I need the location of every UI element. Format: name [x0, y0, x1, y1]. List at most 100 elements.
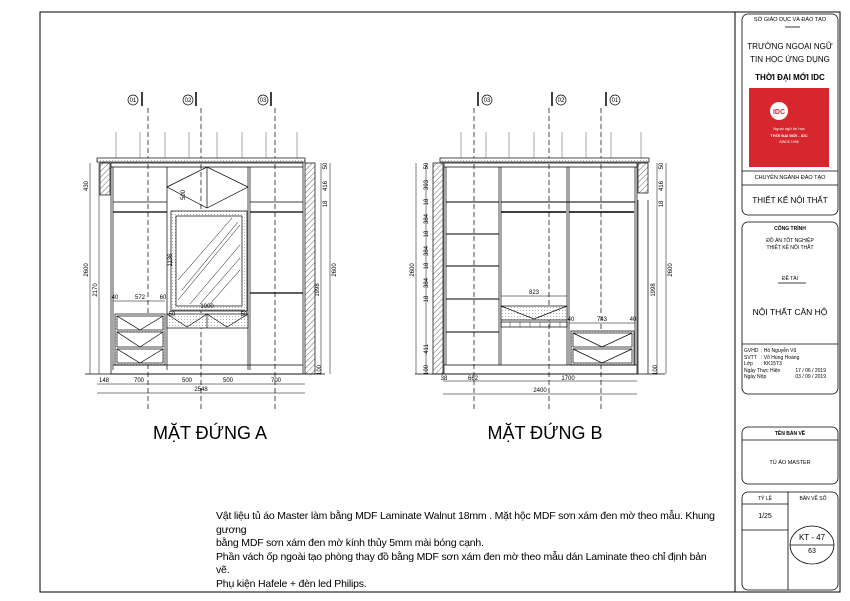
school-name-line2: TIN HỌC ỨNG DỤNG	[750, 55, 830, 64]
info-key: Ngày Thực Hiện	[744, 367, 781, 374]
dim-label: 50	[424, 162, 430, 169]
info-value: : Hồ Nguyễn Vũ	[761, 348, 797, 354]
dim-label: 416	[323, 180, 329, 191]
dim-label: 100	[424, 364, 430, 375]
dim-label: 384	[424, 213, 430, 224]
school-name-line1: TRƯỜNG NGOẠI NGỮ	[747, 42, 833, 51]
scale-label: TỶ LỆ	[758, 496, 772, 502]
dim-label: 572	[135, 295, 146, 301]
dim-label: 18	[659, 200, 665, 207]
elevation-a-title: MẶT ĐỨNG A	[153, 422, 267, 443]
dim-label: 40	[568, 317, 575, 323]
major: THIẾT KẾ NỘI THẤT	[752, 196, 828, 205]
info-row: Ngày Thực Hiện 17 / 06 / 2019	[744, 368, 836, 375]
title-block-frames	[741, 13, 839, 591]
material-notes: Vật liệu tủ áo Master làm bằng MDF Lamin…	[216, 510, 721, 591]
major-label: CHUYÊN NGÀNH ĐÀO TẠO	[754, 175, 826, 181]
axis-label: 02	[558, 98, 565, 104]
note-line: bằng MDF sơn xám đen mờ kính thủy 5mm mà…	[216, 537, 484, 549]
topic: NỘI THẤT CĂN HỘ	[752, 307, 828, 317]
axis-label: 02	[185, 98, 192, 104]
info-value: 17 / 06 / 2019	[795, 367, 826, 374]
dim-label: 40	[112, 295, 119, 301]
logo-mark: IDC	[773, 109, 785, 116]
elevation-b	[415, 92, 667, 410]
dim-label: 38	[441, 376, 448, 382]
dim-label: 700	[271, 378, 282, 384]
sheet-code: KT - 47	[798, 533, 826, 542]
drawing-name-label: TÊN BẢN VẼ	[774, 431, 806, 437]
project-label: CÔNG TRÌNH	[774, 226, 806, 232]
dim-label: 40	[630, 317, 637, 323]
dim-label: 50	[169, 312, 176, 318]
dim-label: 18	[424, 230, 430, 237]
dim-label: 18	[323, 200, 329, 207]
sheet-border	[39, 11, 841, 593]
dim-label: 823	[529, 290, 540, 296]
dim-label: 100	[317, 364, 323, 375]
dim-label: 100	[653, 364, 659, 375]
sheet-number: 63	[808, 548, 816, 555]
axis-markers-a	[127, 92, 272, 106]
sheet-label: BẢN VẼ SỐ	[799, 496, 827, 502]
dim-label: 1998	[315, 283, 321, 297]
project-line2: THIẾT KẾ NỘI THẤT	[766, 245, 814, 251]
dim-label: 700	[134, 378, 145, 384]
note-line: Vật liệu tủ áo Master làm bằng MDF Lamin…	[216, 510, 715, 536]
info-row: Ngày Nộp 03 / 09 / 2019	[744, 374, 836, 381]
dim-label: 384	[424, 245, 430, 256]
dim-label: 384	[424, 277, 430, 288]
dim-label: 430	[84, 180, 90, 191]
topic-label: ĐỀ TÀI	[781, 276, 799, 282]
info-value: 03 / 09 / 2019	[795, 374, 826, 380]
school-logo: IDC Ngoại ngữ tin học THỜI ĐẠI MỚI - IDC…	[749, 88, 829, 167]
dim-label: 743	[597, 317, 608, 323]
dim-label: 416	[659, 180, 665, 191]
axis-label: 03	[260, 98, 267, 104]
elevation-a-labels: 01 02 03 148 700 500 500 700 2548 430 21…	[84, 98, 338, 443]
info-key: Ngày Nộp	[744, 374, 767, 380]
dim-label: 18	[424, 262, 430, 269]
elevation-b-labels: 03 02 01 38 662 1700 2400 50 393 18 384 …	[410, 98, 674, 443]
logo-line: SINCE 1996	[779, 140, 799, 144]
dim-total: 2400	[533, 388, 547, 394]
dim-label: 50	[241, 312, 248, 318]
dim-label: 50	[659, 162, 665, 169]
dim-label: 500	[223, 378, 234, 384]
dim-label: 18	[424, 198, 430, 205]
dim-label: 662	[468, 376, 479, 382]
info-value: : KK15T3	[761, 361, 782, 367]
department: SỞ GIÁO DỤC VÀ ĐÀO TẠO	[753, 17, 827, 23]
dim-label: 2600	[410, 263, 416, 277]
dim-label: 500	[182, 378, 193, 384]
scale-value: 1/25	[758, 513, 772, 520]
project-info: GVHD: Hồ Nguyễn Vũ SVTT : Võ Hùng Hoàng L…	[744, 348, 836, 381]
info-row: GVHD: Hồ Nguyễn Vũ	[744, 348, 836, 355]
project-line1: ĐỒ ÁN TỐT NGHIỆP	[766, 238, 814, 244]
info-key: GVHD	[744, 348, 759, 354]
dim-label: 50	[323, 162, 329, 169]
info-key: SVTT	[744, 354, 757, 361]
axis-label: 01	[130, 98, 137, 104]
logo-line: THỜI ĐẠI MỚI - IDC	[770, 133, 807, 138]
axis-markers-b	[477, 92, 621, 106]
dim-label: 1700	[561, 376, 575, 382]
dim-label: 411	[424, 344, 430, 354]
dim-label: 2600	[84, 263, 90, 277]
dim-total: 2548	[194, 387, 208, 393]
dim-label: 148	[99, 378, 110, 384]
dim-label: 2170	[93, 283, 99, 297]
dim-label: 500	[181, 189, 187, 200]
elevation-a	[85, 92, 331, 410]
dim-label: 60	[160, 295, 167, 301]
info-row: SVTT : Võ Hùng Hoàng	[744, 355, 836, 362]
dim-label: 393	[424, 179, 430, 190]
elevation-b-title: MẶT ĐỨNG B	[487, 422, 602, 443]
dim-label: 1998	[651, 283, 657, 297]
info-key: Lớp	[744, 361, 753, 367]
info-value: : Võ Hùng Hoàng	[761, 354, 800, 361]
dim-label: 1000	[200, 304, 214, 310]
note-line: Phụ kiện Hafele + đèn led Philips.	[216, 577, 367, 590]
dim-label: 1136	[168, 253, 174, 267]
